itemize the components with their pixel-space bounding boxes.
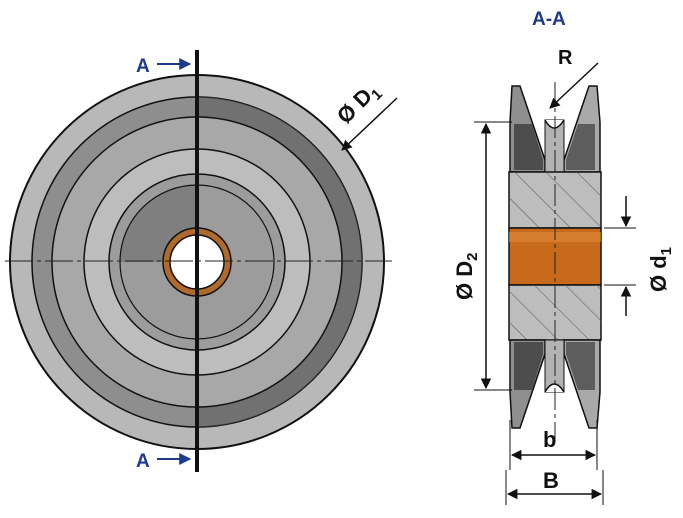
width-inner-label: b — [543, 427, 556, 452]
radius-label: R — [558, 47, 573, 69]
dia-groove-label: Ø D2 — [452, 253, 481, 300]
dia-outer-label-group: Ø D1 — [332, 77, 386, 131]
section-view: A-A R — [474, 9, 636, 505]
bottom-flange-shadow-right — [566, 342, 595, 390]
dia-bore-label-group: Ø d1 — [646, 247, 675, 292]
section-marker-bottom: A — [136, 451, 192, 472]
dia-groove-label-group: Ø D2 — [452, 253, 481, 300]
section-mark-top-label: A — [136, 56, 150, 77]
section-marker-top: A — [136, 56, 192, 77]
top-flange-shadow-left — [514, 124, 543, 170]
radius-leader — [549, 62, 599, 109]
dia-outer-arrow — [341, 97, 398, 151]
section-mark-bottom-label: A — [136, 451, 150, 472]
top-flange-shadow-right — [566, 124, 595, 170]
width-outer-label: B — [543, 468, 559, 493]
dia-outer-label: Ø D1 — [332, 77, 386, 131]
bottom-flange-shadow-left — [514, 342, 543, 390]
section-title: A-A — [532, 9, 566, 30]
dia-bore-label: Ø d1 — [646, 247, 675, 292]
front-view — [5, 50, 398, 472]
